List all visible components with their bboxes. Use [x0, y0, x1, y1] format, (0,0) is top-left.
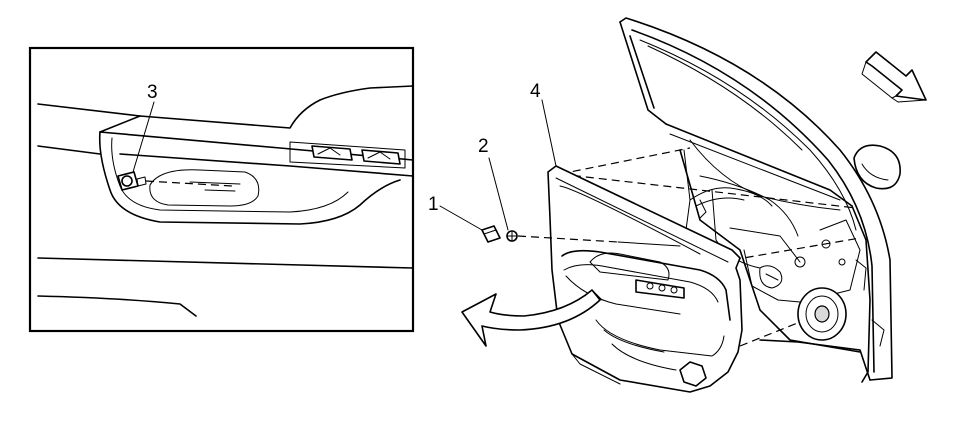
- callout-1: 1: [428, 194, 439, 215]
- trim-switch-bezel: [635, 279, 685, 299]
- side-mirror: [853, 144, 901, 190]
- trim-door-pull: [589, 252, 670, 281]
- detail-inset-frame: [28, 46, 415, 333]
- door-trim-panel: [547, 165, 743, 393]
- window-switch-right: [361, 149, 401, 165]
- belt-line: [665, 123, 853, 207]
- trim-panel-outline: [547, 165, 743, 393]
- window-switch-left: [311, 145, 353, 161]
- fastener-3: [117, 171, 147, 191]
- callout-2: 2: [478, 136, 489, 157]
- trim-armrest: [561, 249, 731, 321]
- trim-speaker-grille: [679, 361, 707, 387]
- curved-removal-arrow-icon: [461, 289, 603, 347]
- front-direction-arrow-icon: [861, 51, 927, 103]
- fastener-cap-1: [481, 225, 501, 243]
- window-frame-outer: [619, 17, 893, 381]
- door-speaker: [797, 287, 847, 341]
- detail-inset: 3: [28, 46, 415, 333]
- upper-trim-edge: [139, 85, 414, 129]
- door-shell: [619, 17, 901, 383]
- latch-module: [759, 265, 783, 289]
- callout-3: 3: [147, 82, 158, 103]
- window-switch-bezel: [289, 141, 406, 169]
- callout-4: 4: [530, 81, 541, 102]
- fastener-screw-2: [506, 230, 518, 242]
- door-pull-recess: [149, 169, 260, 207]
- armrest-outline: [98, 131, 401, 225]
